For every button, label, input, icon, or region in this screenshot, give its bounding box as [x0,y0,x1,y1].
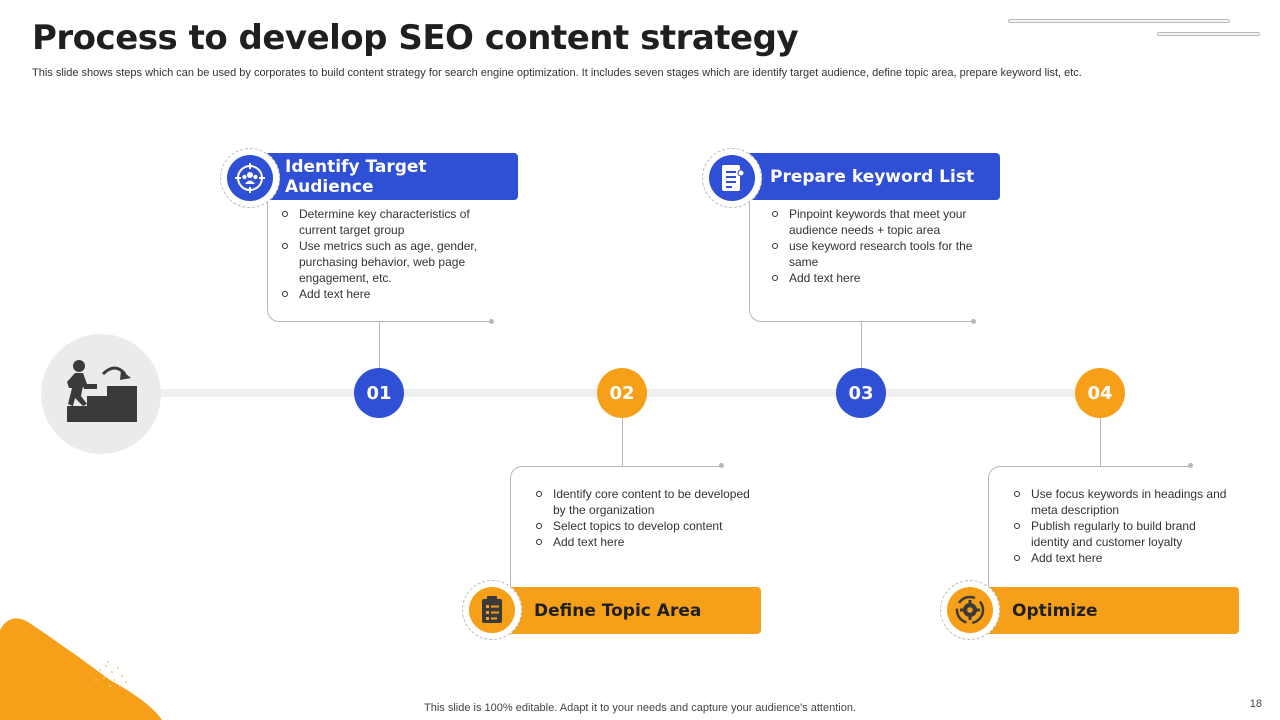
list-item: Use focus keywords in headings and meta … [1009,486,1231,518]
step-03-header: Prepare keyword List [732,153,1000,200]
list-item: Determine key characteristics of current… [277,206,491,238]
step-02-title: Define Topic Area [534,601,701,621]
decorative-line-top [1008,19,1230,23]
step-04-bullets: Use focus keywords in headings and meta … [1009,486,1231,566]
list-item: Use metrics such as age, gender, purchas… [277,238,491,286]
list-item: Add text here [531,534,753,550]
step-03-title: Prepare keyword List [770,167,974,187]
decorative-line-bottom [1157,32,1260,36]
step-04-header: Optimize [971,587,1239,634]
list-item: Add text here [1009,550,1231,566]
step-01-number-badge: 01 [354,368,404,418]
step-03-bracket-dot [971,319,976,324]
audience-target-icon [235,163,265,193]
step-01-connector [379,322,380,370]
step-01-header: Identify Target Audience [250,153,518,200]
step-03-connector [861,322,862,370]
list-item: Add text here [767,270,991,286]
step-03-icon-ring [702,148,762,208]
step-04-number-badge: 04 [1075,368,1125,418]
step-03-number-badge: 03 [836,368,886,418]
step-04-title: Optimize [1012,601,1098,621]
document-list-icon [719,163,745,193]
step-04-icon-ring [940,580,1000,640]
step-04-connector [1100,418,1101,466]
step-03-bullets: Pinpoint keywords that meet your audienc… [767,206,991,286]
step-01-icon-ring [220,148,280,208]
list-item: Select topics to develop content [531,518,753,534]
step-04-bracket-dot [1188,463,1193,468]
list-item: use keyword research tools for the same [767,238,991,270]
step-01-title: Identify Target Audience [285,157,518,197]
page-title: Process to develop SEO content strategy [32,14,798,62]
step-02-bullets: Identify core content to be developed by… [531,486,753,550]
stairs-climb-hero [41,334,161,454]
step-02-connector [622,418,623,466]
step-01-bullets: Determine key characteristics of current… [277,206,491,302]
step-02-header: Define Topic Area [493,587,761,634]
decorative-orange-blob [0,590,170,720]
person-climbing-stairs-icon [63,358,139,426]
list-item: Add text here [277,286,491,302]
step-01-bracket-dot [489,319,494,324]
list-item: Identify core content to be developed by… [531,486,753,518]
step-02-icon-ring [462,580,522,640]
list-item: Pinpoint keywords that meet your audienc… [767,206,991,238]
checklist-clipboard-icon [479,595,505,625]
step-02-number-badge: 02 [597,368,647,418]
gear-cycle-icon [954,594,986,626]
page-subtitle: This slide shows steps which can be used… [32,66,1252,80]
page-number: 18 [1250,698,1262,710]
footer-note: This slide is 100% editable. Adapt it to… [0,702,1280,714]
step-02-bracket-dot [719,463,724,468]
list-item: Publish regularly to build brand identit… [1009,518,1231,550]
